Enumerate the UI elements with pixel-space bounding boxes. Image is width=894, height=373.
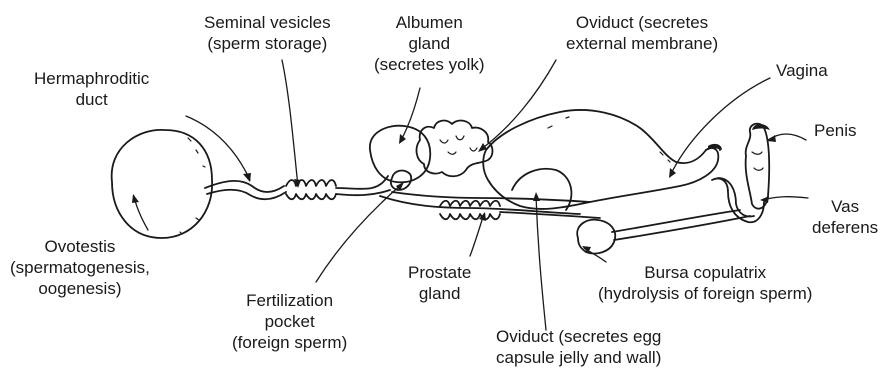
label-prostate-gland: Prostate gland	[408, 262, 471, 304]
label-vas-deferens: Vas deferens	[812, 196, 878, 238]
leader-albumen-gland	[400, 88, 420, 142]
leader-oviduct-egg	[536, 196, 546, 330]
vas-deferens-loop	[712, 178, 764, 222]
arrowheads	[132, 134, 776, 253]
label-bursa-copulatrix: Bursa copulatrix (hydrolysis of foreign …	[598, 262, 812, 304]
label-fertilization-pocket: Fertilization pocket (foreign sperm)	[232, 290, 347, 353]
ovotestis-organ	[112, 130, 212, 238]
arrow-ovotestis	[132, 194, 139, 203]
arrow-oviduct-egg	[533, 192, 540, 201]
leader-vas-deferens	[762, 197, 808, 200]
arrow-albumen-gland	[399, 134, 406, 144]
bursa-copulatrix-organ	[577, 220, 615, 254]
hermaphroditic-duct	[205, 181, 284, 192]
membrane-oviduct-folds	[440, 136, 477, 154]
label-hermaphroditic-duct: Hermaphroditic duct	[34, 68, 149, 110]
label-oviduct-membrane: Oviduct (secretes external membrane)	[566, 12, 718, 54]
seminal-vesicles-coil	[286, 180, 336, 199]
label-seminal-vesicles: Seminal vesicles (sperm storage)	[204, 12, 331, 54]
label-ovotestis: Ovotestis (spermatogenesis, oogenesis)	[10, 236, 150, 299]
arrow-vagina	[669, 168, 676, 178]
leader-seminal-vesicles	[282, 60, 298, 186]
leader-oviduct-membrane	[480, 60, 556, 150]
bursa-stalk	[612, 210, 750, 240]
leader-hermaphroditic-duct	[186, 116, 250, 180]
seminal-duct	[336, 176, 390, 195]
egg-capsule-oviduct-lower	[512, 169, 571, 210]
label-vagina: Vagina	[776, 60, 828, 81]
leader-prostate-gland	[470, 214, 484, 256]
label-albumen-gland: Albumen gland (secretes yolk)	[374, 12, 485, 75]
common-duct-upper	[392, 192, 590, 202]
prostate-gland-coil	[440, 201, 500, 220]
penis-organ	[746, 124, 770, 209]
arrow-hermaphroditic-duct	[243, 173, 251, 182]
penis-folds	[752, 152, 763, 170]
arrow-penis	[767, 135, 776, 142]
egg-capsule-oviduct-organ	[483, 110, 718, 209]
label-penis: Penis	[814, 120, 857, 141]
label-oviduct-egg: Oviduct (secretes egg capsule jelly and …	[496, 326, 661, 368]
